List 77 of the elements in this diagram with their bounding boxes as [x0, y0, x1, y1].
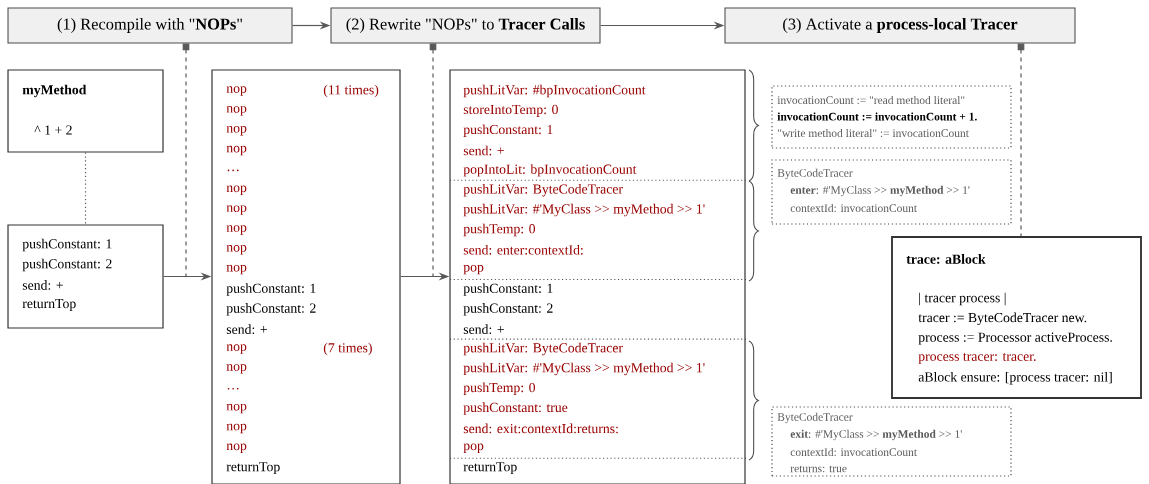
- code-line: contextId: invocationCount: [790, 203, 917, 213]
- code-box: [211, 69, 401, 484]
- code-line: ByteCodeTracer: [777, 412, 853, 424]
- code-line: send: +: [22, 280, 63, 290]
- code-line: nop: [226, 403, 247, 414]
- code-line: invocationCount := "read method literal": [777, 95, 965, 105]
- annotation-box: [771, 406, 1012, 477]
- code-line: send: +: [226, 324, 267, 335]
- code-line: returnTop: [463, 462, 517, 475]
- code-line: send: +: [463, 145, 504, 156]
- code-line: enter: #'MyClass >> myMethod >> 1': [790, 185, 970, 197]
- code-line: …: [227, 169, 239, 172]
- code-line: send: +: [463, 324, 504, 335]
- code-line: pushConstant: 1: [22, 238, 112, 252]
- code-line: send: enter:contextId:: [463, 244, 583, 255]
- connector-line: [84, 152, 87, 225]
- code-line: pushLitVar: ByteCodeTracer: [463, 342, 623, 356]
- code-line: "write method literal" := invocationCount: [778, 128, 969, 138]
- code-line: pushConstant: 1: [463, 283, 553, 296]
- code-line: contextId: invocationCount: [790, 447, 917, 457]
- code-line: process := Processor activeProcess.: [918, 332, 1112, 345]
- code-line: pushLitVar: ByteCodeTracer: [463, 184, 623, 197]
- code-line: nop: [226, 225, 247, 235]
- code-line: pushTemp: 0: [463, 382, 535, 395]
- code-box: [449, 69, 748, 484]
- code-box: [7, 224, 164, 329]
- code-line: nop: [226, 344, 247, 354]
- code-line: returnTop: [22, 299, 76, 311]
- code-line: ByteCodeTracer: [777, 168, 853, 180]
- code-line: ^ 1 + 2: [34, 125, 72, 135]
- step-heading: (1) Recompile with "NOPs": [7, 7, 293, 44]
- code-line: popIntoLit: bpInvocationCount: [463, 164, 637, 177]
- code-line: pushConstant: 1: [463, 124, 553, 137]
- code-line: invocationCount := invocationCount + 1.: [777, 112, 977, 121]
- code-line: nop: [226, 106, 247, 116]
- code-line: pop: [463, 443, 484, 453]
- code-line: pushLitVar: #bpInvocationCount: [463, 84, 646, 98]
- method-heading: trace: aBlock: [906, 254, 986, 264]
- code-line: (11 times): [323, 84, 379, 98]
- code-line: nop: [226, 205, 247, 215]
- code-line: nop: [226, 423, 247, 434]
- code-line: pushConstant: 2: [22, 258, 112, 272]
- code-line: exit: #'MyClass >> myMethod >> 1': [790, 429, 962, 441]
- code-box: [7, 69, 164, 153]
- code-line: nop: [226, 126, 247, 136]
- annotation-box: [771, 85, 1012, 149]
- code-line: tracer := ByteCodeTracer new.: [918, 312, 1087, 326]
- code-line: process tracer: tracer.: [918, 353, 1036, 364]
- code-line: nop: [226, 443, 247, 453]
- method-box: [891, 236, 1142, 399]
- connector-line: [1017, 43, 1025, 237]
- step-heading: (3) Activate a process-local Tracer: [724, 7, 1076, 44]
- code-line: (7 times): [323, 342, 372, 356]
- code-line: pushConstant: 1: [226, 283, 316, 296]
- code-line: …: [227, 387, 239, 390]
- code-line: returnTop: [226, 462, 280, 475]
- code-line: nop: [226, 86, 247, 96]
- code-line: pushConstant: true: [463, 402, 568, 415]
- code-line: pushLitVar: #'MyClass >> myMethod >> 1': [463, 362, 705, 376]
- code-line: nop: [226, 264, 247, 275]
- code-line: pushTemp: 0: [463, 223, 535, 237]
- code-line: storeIntoTemp: 0: [463, 104, 558, 117]
- step-heading: (2) Rewrite "NOPs" to Tracer Calls: [330, 7, 601, 44]
- code-line: pushLitVar: #'MyClass >> myMethod >> 1': [463, 203, 705, 217]
- code-line: send: exit:contextId:returns:: [463, 423, 618, 434]
- code-line: nop: [226, 245, 247, 255]
- code-line: nop: [226, 145, 247, 156]
- code-line: nop: [226, 364, 247, 374]
- code-line: | tracer process |: [919, 292, 1006, 306]
- annotation-box: [771, 159, 1012, 225]
- code-line: pushConstant: 2: [463, 303, 553, 316]
- method-heading: myMethod: [22, 84, 87, 98]
- code-line: aBlock ensure: [process tracer: nil]: [918, 371, 1112, 385]
- code-line: nop: [226, 185, 247, 195]
- code-line: returns: true: [790, 465, 847, 473]
- code-line: pushConstant: 2: [226, 303, 316, 316]
- code-line: pop: [463, 264, 484, 275]
